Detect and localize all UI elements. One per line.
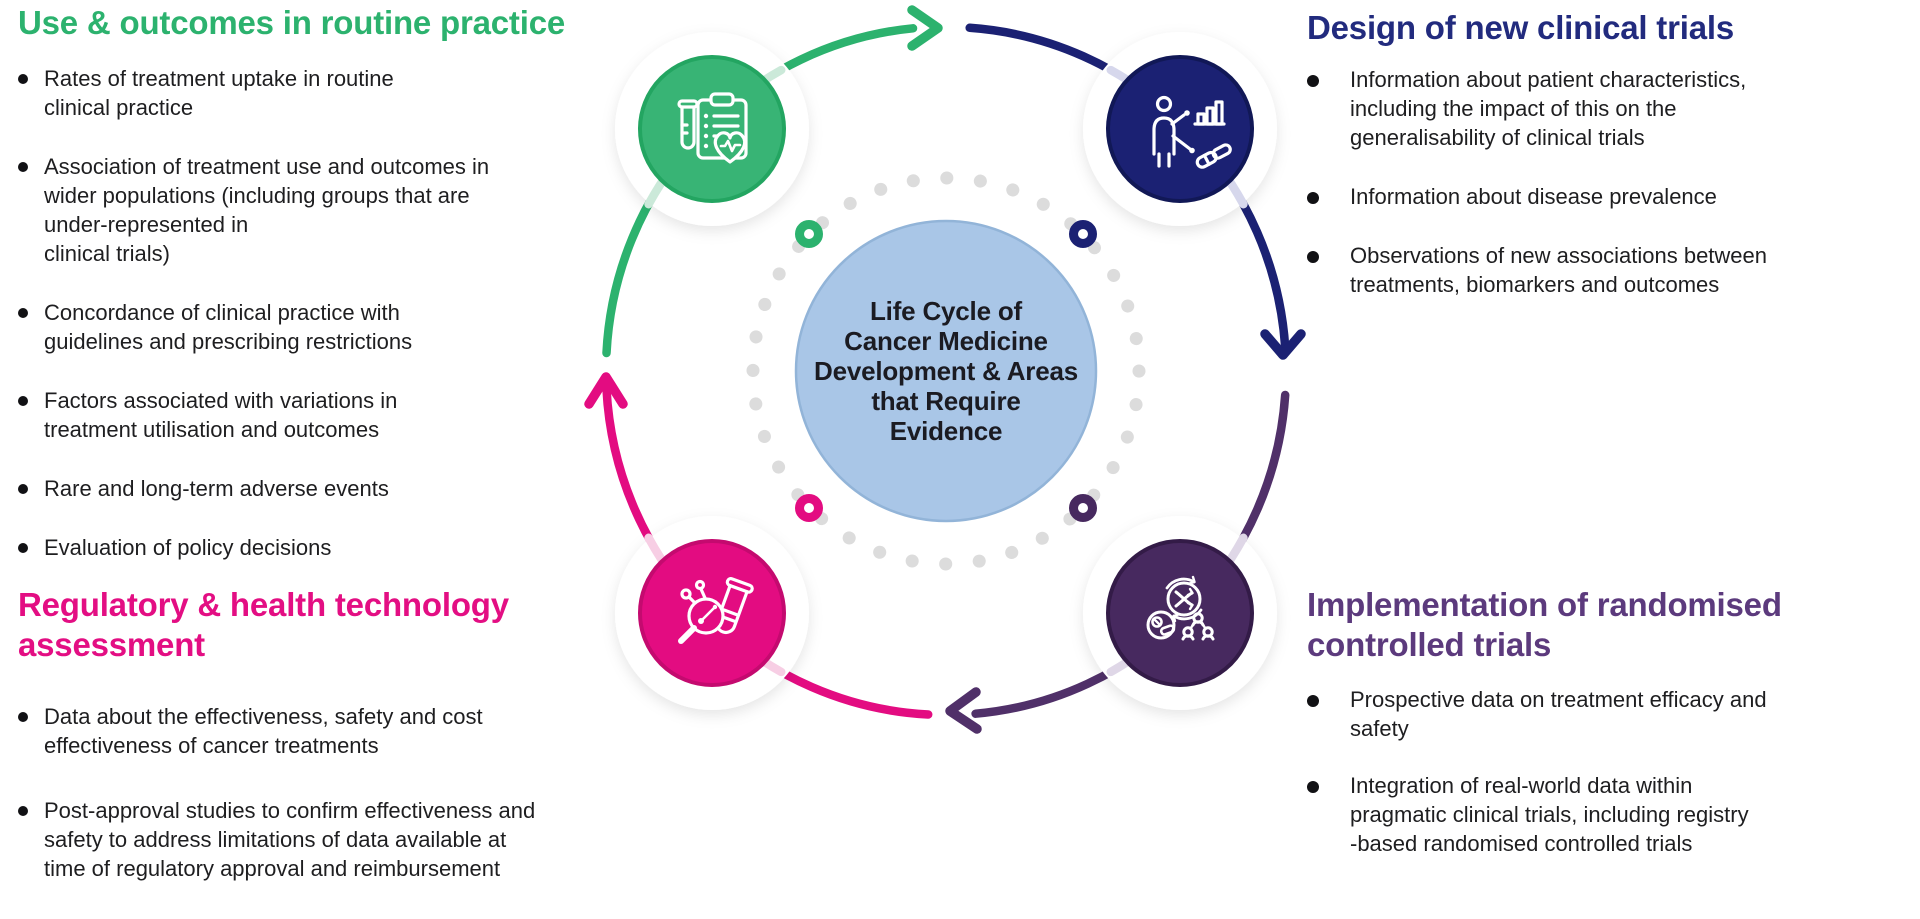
marker-donut-green [795,220,823,248]
center-circle-label: Life Cycle of Cancer Medicine Developmen… [814,296,1078,446]
bullet-item: Evaluation of policy decisions [18,533,618,562]
arrowhead-green [907,5,943,51]
bullet-dot [1307,74,1319,87]
implementation-title: Implementation of randomised controlled … [1307,586,1782,663]
bullet-dot [18,712,28,723]
implementation-list: Prospective data on treatment efficacy a… [1307,685,1920,858]
marker-donut-magenta [795,494,823,522]
bullet-text: Information about patient characteristic… [1350,66,1747,150]
bullet-text: Integration of real-world data within pr… [1350,773,1749,857]
bullet-dot [18,395,28,406]
center-circle [794,219,1098,523]
patient-chart-icon [1152,95,1232,169]
icon-circle-green [638,55,786,203]
marker-donut-navy [1069,220,1097,248]
dotted-ring [746,171,1146,571]
design-title: Design of new clinical trials [1307,9,1734,46]
bullet-text: Prospective data on treatment efficacy a… [1350,687,1767,742]
bullet-item: Information about patient characteristic… [1307,65,1917,152]
design-list: Information about patient characteristic… [1307,65,1917,299]
bullet-item: Data about the effectiveness, safety and… [18,702,643,760]
bullet-item: Post-approval studies to confirm effecti… [18,796,643,883]
bullet-item: Rates of treatment uptake in routine cli… [18,64,618,122]
bullet-text: Data about the effectiveness, safety and… [44,704,483,759]
bullet-item: Prospective data on treatment efficacy a… [1307,685,1920,743]
bullet-dot [18,542,28,553]
bullet-dot [18,73,28,84]
regulatory-list: Data about the effectiveness, safety and… [18,702,643,883]
bullet-text: Association of treatment use and outcome… [44,153,490,266]
bullet-text: Observations of new associations between… [1350,242,1768,297]
section-regulatory: Regulatory & health technology assessmen… [18,585,643,919]
bullet-dot [18,806,28,817]
section-implementation: Implementation of randomised controlled … [1307,585,1920,886]
bullet-item: Association of treatment use and outcome… [18,152,618,268]
clipboard-health-icon [677,92,748,164]
bullet-text: Post-approval studies to confirm effecti… [44,798,536,882]
icon-circle-navy [1106,55,1254,203]
use-outcomes-title: Use & outcomes in routine practice [18,4,565,41]
use-outcomes-list: Rates of treatment uptake in routine cli… [18,64,618,562]
bullet-item: Information about disease prevalence [1307,182,1917,211]
arrowhead-navy [1260,329,1306,360]
search-molecule-icon [678,577,754,644]
regulatory-title: Regulatory & health technology assessmen… [18,586,509,663]
bullet-text: Factors associated with variations in tr… [44,387,398,442]
bullet-dot [1307,781,1319,794]
arrowhead-purple [945,687,982,734]
bullet-dot [18,483,28,494]
randomisation-people-icon [1146,575,1215,641]
bullet-item: Factors associated with variations in tr… [18,386,618,444]
bullet-text: Concordance of clinical practice with gu… [44,299,413,354]
marker-donut-purple [1069,494,1097,522]
bullet-text: Evaluation of policy decisions [44,534,332,560]
bullet-dot [1307,695,1319,708]
bullet-text: Rates of treatment uptake in routine cli… [44,65,394,120]
section-use-outcomes: Use & outcomes in routine practice Rates… [18,3,618,592]
bullet-item: Concordance of clinical practice with gu… [18,298,618,356]
bullet-item: Rare and long-term adverse events [18,474,618,503]
bullet-item: Integration of real-world data within pr… [1307,771,1920,858]
bullet-dot [18,307,28,318]
bullet-text: Rare and long-term adverse events [44,475,389,501]
arrowhead-magenta [584,372,628,409]
bullet-item: Observations of new associations between… [1307,241,1917,299]
cycle-diagram [584,5,1306,734]
section-design: Design of new clinical trials Informatio… [1307,8,1917,329]
bullet-text: Information about disease prevalence [1350,183,1717,209]
bullet-dot [18,161,28,172]
bullet-dot [1307,250,1319,263]
bullet-dot [1307,191,1319,204]
